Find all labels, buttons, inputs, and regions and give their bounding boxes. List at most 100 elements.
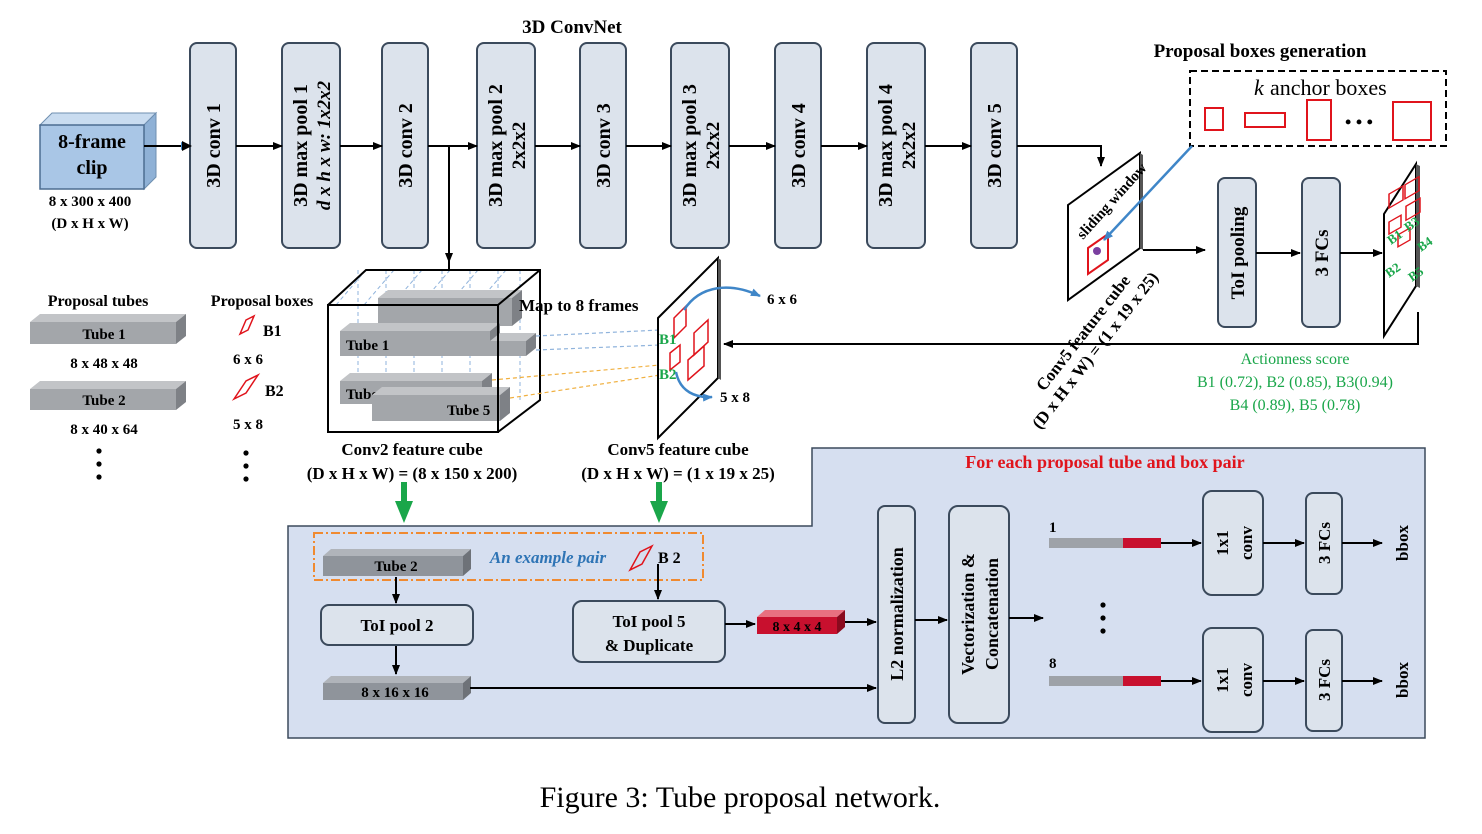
layer-sublabel: d x h x w: 1x2x2 xyxy=(314,80,335,210)
conv5-mid-b1: B1 xyxy=(659,332,677,348)
input-dims: (D x H x W) xyxy=(51,216,128,232)
actionness-line2: B4 (0.89), B5 (0.78) xyxy=(1230,397,1361,414)
panel-tube2-label: Tube 2 xyxy=(374,559,417,575)
sliding-window-dot xyxy=(1093,247,1101,255)
toi-pooling-box: ToI pooling xyxy=(1217,177,1257,328)
out-b2: B2 xyxy=(1382,259,1403,280)
layer-label: 3D max pool 4 xyxy=(875,84,897,207)
anchor-box-tall xyxy=(1306,99,1332,141)
branch-8-conv-line2: conv xyxy=(1237,663,1256,698)
layer-label: 3D conv 2 xyxy=(395,103,417,187)
proposal-box-b2-shape xyxy=(231,373,261,401)
tube1-label: Tube 1 xyxy=(82,327,125,343)
anchor-to-window-arrow xyxy=(1103,145,1193,241)
layer-3d-conv-4: 3D conv 4 xyxy=(774,42,822,249)
conv2-cube-label: Conv2 feature cube xyxy=(341,440,483,459)
layer-label: 3D conv 4 xyxy=(788,103,810,187)
proposal-tubes-title: Proposal tubes xyxy=(48,293,149,310)
proposal-boxes-title: Proposal boxes xyxy=(211,293,313,310)
branch-1-bbox: bbox xyxy=(1393,525,1412,561)
branch-8-bbox: bbox xyxy=(1393,662,1412,698)
panel-tube2: Tube 2 xyxy=(323,549,471,576)
layer-sublabel: 2x2x2 xyxy=(899,122,920,170)
branch-8-feature-gray xyxy=(1049,676,1123,686)
branch-1-feature-gray xyxy=(1049,538,1123,548)
l2-norm-label: L2 normalization xyxy=(887,547,907,681)
branch-8-conv-line1: 1x1 xyxy=(1213,667,1232,693)
layer-3d-conv-3: 3D conv 3 xyxy=(579,42,627,249)
convnet-title: 3D ConvNet xyxy=(522,17,622,38)
input-label-line1: 8-frame xyxy=(58,131,126,153)
cube-tube1-label: Tube 1 xyxy=(346,338,389,354)
proposal-box-b2: B2 xyxy=(265,383,284,400)
proposal-tube-1: Tube 1 xyxy=(30,314,186,344)
size-5x8: 5 x 8 xyxy=(720,390,750,406)
l2-norm-box xyxy=(877,505,916,724)
top-arrows xyxy=(144,142,1419,348)
panel-b2: B 2 xyxy=(658,550,681,567)
branch-8-feature-red xyxy=(1123,676,1161,686)
pair-panel xyxy=(287,447,1426,739)
panel-arrows xyxy=(392,539,1383,692)
layer-label: 3D conv 3 xyxy=(593,103,615,187)
block-8x4x4-label: 8 x 4 x 4 xyxy=(773,620,822,635)
conv2-cube-dims: (D x H x W) = (8 x 150 x 200) xyxy=(307,464,518,483)
branch-1-conv-line1: 1x1 xyxy=(1213,530,1232,556)
block-8x4x4: 8 x 4 x 4 xyxy=(757,610,845,635)
anchor-box-frame xyxy=(1189,70,1447,147)
proposal-box-b1-shape xyxy=(238,314,256,336)
vectorization-box xyxy=(948,505,1010,724)
tubes-vertical-ellipsis xyxy=(96,448,102,480)
branch-1-conv-line2: conv xyxy=(1237,526,1256,561)
anchor-box-large xyxy=(1392,101,1432,141)
tube2-size: 8 x 40 x 64 xyxy=(70,422,138,438)
fcs-box: 3 FCs xyxy=(1301,177,1341,328)
proposal-box-b1-size: 6 x 6 xyxy=(233,352,264,368)
conv5-right-dims: (D x H x W) = (1 x 19 x 25) xyxy=(1028,268,1162,432)
boxes-vertical-ellipsis xyxy=(243,450,249,482)
actionness-title: Actionness score xyxy=(1241,351,1350,368)
actionness-line1: B1 (0.72), B2 (0.85), B3(0.94) xyxy=(1197,374,1393,391)
toi-pool5-line2: & Duplicate xyxy=(605,636,694,655)
conv5-mid-dims: (D x H x W) = (1 x 19 x 25) xyxy=(581,464,775,483)
layer-3d-conv-1: 3D conv 1 xyxy=(189,42,237,249)
branch-8-index: 8 xyxy=(1049,656,1057,672)
output-plane-shadow xyxy=(1416,164,1420,288)
cube-tube5: Tube 5 xyxy=(372,387,510,421)
branches-ellipsis xyxy=(1100,602,1106,634)
conv2-feature-cube: Tube 1 Tube 2 Tube 5 xyxy=(327,262,541,433)
out-b1: B1 xyxy=(1384,226,1405,247)
layer-label: 3D conv 5 xyxy=(984,103,1006,187)
layer-label: 3D conv 1 xyxy=(203,103,225,187)
example-pair-frame xyxy=(313,532,704,581)
branch-8-fcs-label: 3 FCs xyxy=(1315,659,1334,701)
layer-label: 3D max pool 1 xyxy=(290,84,312,207)
fcs-label: 3 FCs xyxy=(1312,230,1333,277)
figure-caption: Figure 3: Tube proposal network. xyxy=(540,781,941,814)
toi-pool2-label: ToI pool 2 xyxy=(360,616,433,635)
arrow-6x6 xyxy=(682,286,761,311)
layer-3d-conv-2: 3D conv 2 xyxy=(381,42,429,249)
toi-pool5-box xyxy=(572,600,726,663)
input-clip: 8-frame clip xyxy=(38,111,158,191)
panel-title: For each proposal tube and box pair xyxy=(965,452,1244,472)
cube-tube-back xyxy=(378,290,522,326)
layer-sublabel: 2x2x2 xyxy=(509,122,530,170)
arrow-5x8 xyxy=(674,371,713,402)
toi-pool2-box xyxy=(320,604,474,646)
input-label-line2: clip xyxy=(76,157,107,179)
example-pair-label: An example pair xyxy=(489,548,607,567)
conv5-mid-b2: B2 xyxy=(659,367,677,383)
tube1-size: 8 x 48 x 48 xyxy=(70,356,138,372)
panel-b2-shape xyxy=(628,544,654,572)
anchor-text: anchor boxes xyxy=(1270,75,1387,100)
layer-sublabel: 2x2x2 xyxy=(703,122,724,170)
cube-tube5-label: Tube 5 xyxy=(447,403,490,419)
vectorization-line2: Concatenation xyxy=(982,558,1002,670)
conv5-mid-label: Conv5 feature cube xyxy=(607,440,749,459)
tube2-label: Tube 2 xyxy=(82,393,125,409)
conv5-mid-plane xyxy=(657,255,719,441)
